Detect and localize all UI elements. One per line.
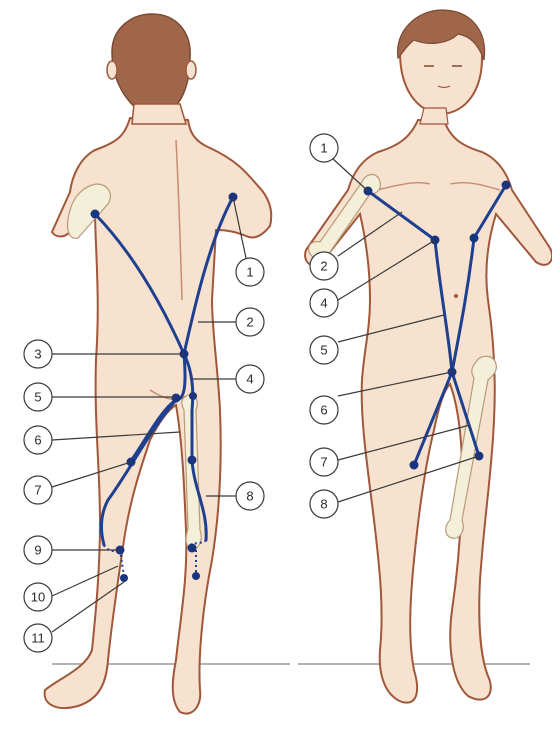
front-node-right-shoulder xyxy=(502,181,511,190)
front-node-7 xyxy=(410,461,419,470)
svg-text:7: 7 xyxy=(34,483,41,498)
svg-text:5: 5 xyxy=(34,390,41,405)
back-callout-4: 4 xyxy=(236,365,264,393)
back-node-knee-right xyxy=(188,544,197,553)
front-callout-4: 4 xyxy=(310,289,338,317)
svg-text:5: 5 xyxy=(320,343,327,358)
back-callout-10: 10 xyxy=(24,583,52,611)
front-figure xyxy=(305,10,552,703)
back-head xyxy=(112,14,190,108)
back-figure xyxy=(45,14,272,714)
back-node-4 xyxy=(189,392,197,400)
svg-text:2: 2 xyxy=(246,315,253,330)
svg-text:2: 2 xyxy=(320,259,327,274)
back-neck xyxy=(132,104,186,124)
front-callout-5: 5 xyxy=(310,336,338,364)
back-callout-11: 11 xyxy=(24,624,52,652)
back-node-ankle-right xyxy=(192,572,200,580)
back-callout-7: 7 xyxy=(24,476,52,504)
svg-text:11: 11 xyxy=(31,631,45,646)
back-callout-1: 1 xyxy=(236,258,264,286)
front-body xyxy=(305,120,552,703)
front-callout-2: 2 xyxy=(310,252,338,280)
svg-text:4: 4 xyxy=(320,296,327,311)
back-callout-9: 9 xyxy=(24,536,52,564)
front-callout-8: 8 xyxy=(310,490,338,518)
back-node-shoulder-left xyxy=(91,210,100,219)
front-callout-7: 7 xyxy=(310,448,338,476)
back-node-5 xyxy=(172,394,181,403)
svg-text:4: 4 xyxy=(246,372,253,387)
svg-text:8: 8 xyxy=(246,489,253,504)
front-node-right-chest xyxy=(470,234,479,243)
svg-text:3: 3 xyxy=(34,347,41,362)
front-callout-6: 6 xyxy=(310,396,338,424)
svg-text:1: 1 xyxy=(320,141,327,156)
svg-text:9: 9 xyxy=(34,543,41,558)
svg-text:8: 8 xyxy=(320,497,327,512)
front-callout-circles: 1 2 4 5 6 7 8 xyxy=(310,134,338,518)
svg-text:6: 6 xyxy=(320,403,327,418)
back-node-8 xyxy=(188,456,197,465)
svg-text:1: 1 xyxy=(246,265,253,280)
svg-text:6: 6 xyxy=(34,433,41,448)
back-callout-8: 8 xyxy=(236,482,264,510)
back-callout-3: 3 xyxy=(24,340,52,368)
svg-text:7: 7 xyxy=(320,455,327,470)
svg-text:10: 10 xyxy=(31,590,45,605)
back-callout-2: 2 xyxy=(236,308,264,336)
back-node-11 xyxy=(120,574,128,582)
front-callout-1: 1 xyxy=(310,134,338,162)
back-callout-6: 6 xyxy=(24,426,52,454)
back-callout-5: 5 xyxy=(24,383,52,411)
